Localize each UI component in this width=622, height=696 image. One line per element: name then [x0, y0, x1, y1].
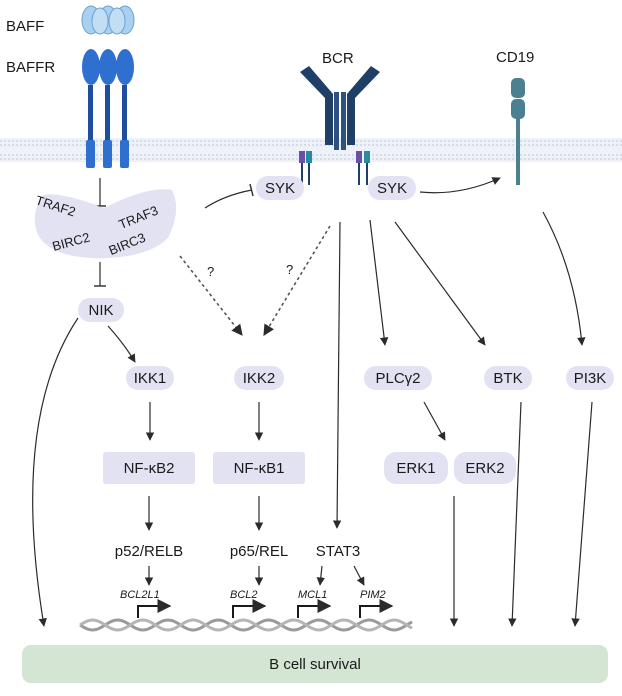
stat3-to-mcl1-edge: [316, 565, 325, 586]
nik-to-ikk1-edge: [107, 325, 136, 363]
erk1-label: ERK1: [396, 460, 435, 477]
gene-bcl2l1-label: BCL2L1: [120, 589, 160, 601]
nik-node: [78, 298, 124, 322]
pi3k-node: [566, 366, 614, 390]
bcr-receptor-icon: [299, 66, 380, 185]
traf-to-ikk2-dashed-edge: [179, 255, 243, 336]
gene-mcl1-label: MCL1: [298, 589, 327, 601]
plcg2-label: PLCγ2: [375, 370, 420, 387]
baff-ligand-icon: [81, 5, 135, 35]
syk-to-stat3-edge: [332, 221, 342, 529]
ikk1-label: IKK1: [134, 370, 167, 387]
ikk2-label: IKK2: [243, 370, 276, 387]
nfkb2-label: NF-κB2: [124, 460, 175, 477]
syk-to-cd19-edge: [419, 177, 501, 194]
p65-rel-label: p65/REL: [230, 543, 288, 560]
syk-to-btk-edge: [394, 221, 486, 346]
plcg2-to-erk-edge: [423, 401, 446, 441]
syk-right-label: SYK: [377, 180, 407, 197]
plcg2-node: [364, 366, 432, 390]
cd19-to-pi3k-edge: [542, 211, 586, 346]
nfkb1-label: NF-κB1: [234, 460, 285, 477]
syk-inhibits-traf-edge: [204, 183, 254, 209]
syk-left-label: SYK: [265, 180, 295, 197]
gene-pim2-label: PIM2: [360, 589, 386, 601]
gene-bcl2-label: BCL2: [230, 589, 258, 601]
stat3-label: STAT3: [316, 543, 360, 560]
btk-label: BTK: [493, 370, 522, 387]
baffr-inhibits-traf-edge: [94, 178, 106, 207]
erk1-node: [384, 452, 448, 484]
nfkb1-node: [213, 452, 305, 484]
bcr-label: BCR: [322, 50, 354, 67]
erk2-node: [454, 452, 516, 484]
promoter-arrows: [137, 599, 394, 618]
unknown-mark-2: ?: [286, 262, 293, 277]
pi3k-to-survival-edge: [571, 401, 593, 627]
ikk2-node: [234, 366, 284, 390]
b-cell-survival-label: B cell survival: [269, 656, 361, 673]
btk-node: [484, 366, 532, 390]
btk-to-survival-edge: [508, 401, 522, 627]
baffr-label: BAFFR: [6, 59, 55, 76]
syk-to-plcg2-edge: [369, 219, 389, 346]
syk-left-node: [256, 176, 304, 200]
baff-label: BAFF: [6, 18, 44, 35]
traf-inhibits-nik-edge: [94, 262, 106, 287]
b-cell-survival-bar: [22, 645, 608, 683]
traf-birc-complex: TRAF2 BIRC2 TRAF3 BIRC3: [34, 189, 177, 259]
cd19-label: CD19: [496, 49, 534, 66]
cd19-receptor-icon: [511, 78, 525, 185]
pi3k-label: PI3K: [574, 370, 607, 387]
unknown-mark-1: ?: [207, 264, 214, 279]
dna-helix-icon: [79, 618, 413, 632]
p52-relb-label: p52/RELB: [115, 543, 183, 560]
nfkb2-node: [103, 452, 195, 484]
syk-to-ikk2-dashed-edge: [263, 225, 331, 336]
erk2-label: ERK2: [465, 460, 504, 477]
ikk1-node: [126, 366, 174, 390]
syk-right-node: [368, 176, 416, 200]
stat3-to-pim2-edge: [353, 565, 365, 586]
nik-to-survival-edge: [32, 317, 79, 627]
nik-label: NIK: [88, 302, 113, 319]
baffr-receptor-icon: [82, 49, 134, 168]
